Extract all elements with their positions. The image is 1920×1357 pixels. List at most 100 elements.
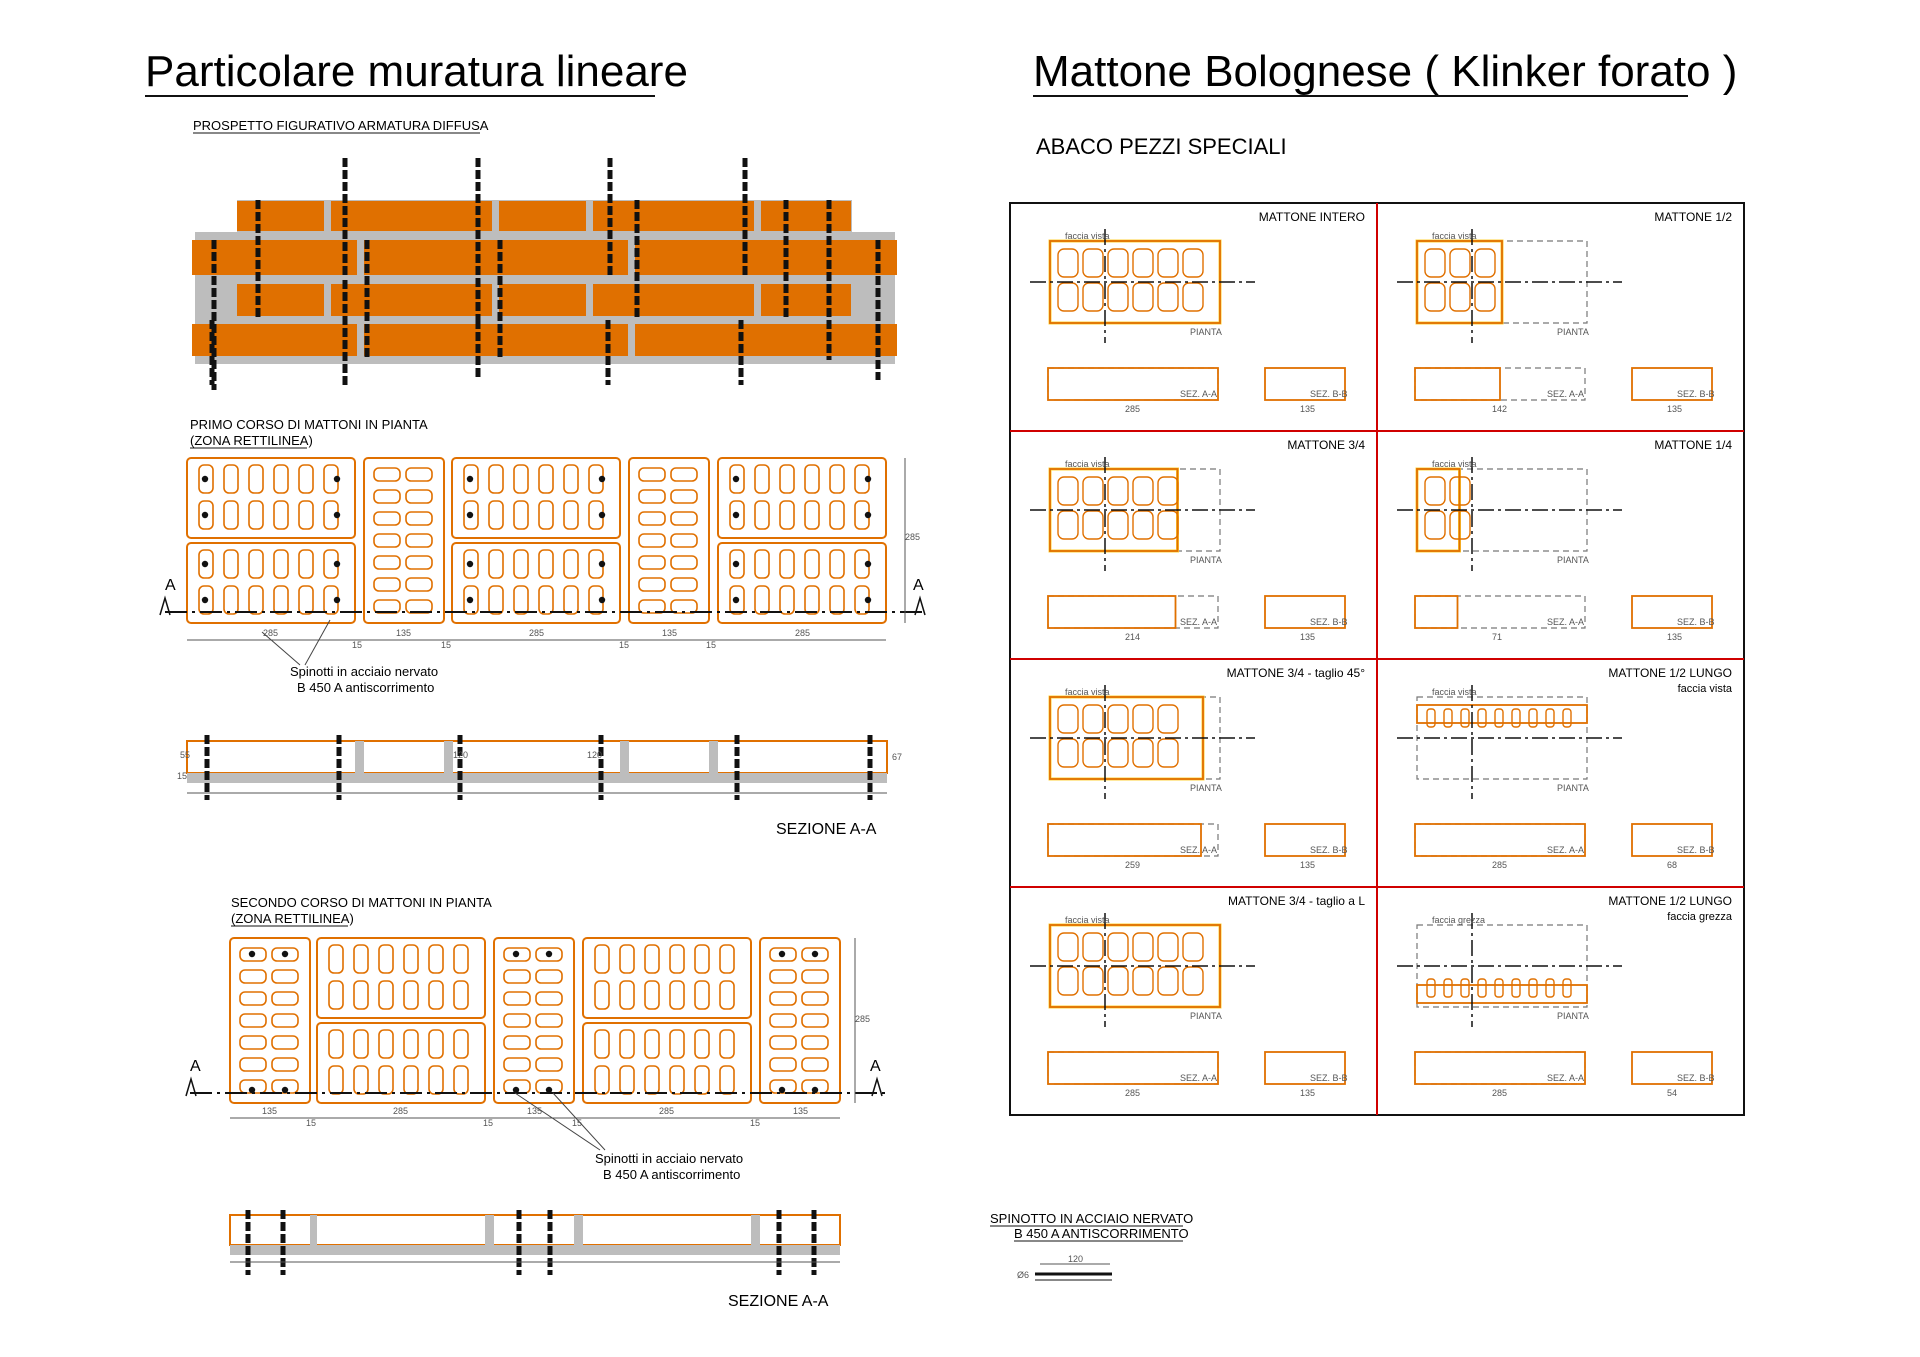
brick-hole: [801, 1057, 829, 1072]
sez-aa-label: SEZ. A-A: [1180, 617, 1217, 627]
dim-b: 68: [1667, 860, 1677, 870]
brick-hole: [405, 533, 433, 548]
sez-aa-label: SEZ. A-A: [1547, 389, 1584, 399]
brick-hole: [1494, 978, 1504, 998]
brick-hole: [1057, 476, 1079, 506]
sez-bb-label: SEZ. B-B: [1677, 1073, 1715, 1083]
brick-hole: [694, 1029, 710, 1059]
brick-hole: [373, 533, 401, 548]
brick-hole: [353, 1065, 369, 1095]
brick-hole: [373, 577, 401, 592]
brick-hole: [428, 1065, 444, 1095]
brick-hole: [1082, 966, 1104, 996]
brick-hole: [1562, 708, 1572, 728]
rebar-dot: [201, 511, 209, 519]
brick-hole: [239, 1057, 267, 1072]
brick-hole: [829, 585, 845, 615]
sez-bb-label: SEZ. B-B: [1310, 389, 1348, 399]
section-bb-solid: [1264, 1051, 1346, 1085]
brick-hole: [271, 991, 299, 1006]
section-bb-solid: [1264, 367, 1346, 401]
rebar-dot: [811, 950, 819, 958]
brick-hole: [1057, 738, 1079, 768]
brick-hole: [719, 980, 735, 1010]
rebar-dot: [598, 560, 606, 568]
secondo-corso-holes: [239, 944, 829, 1095]
brick-hole: [729, 500, 745, 530]
brick-hole: [769, 1057, 797, 1072]
brick-hole: [1132, 510, 1154, 540]
rebar-dot: [333, 511, 341, 519]
brick-hole: [1424, 476, 1446, 506]
dim-s1: 55: [180, 750, 190, 760]
cell-title: MATTONE 3/4 - taglio 45°: [1227, 666, 1366, 680]
brick-hole: [453, 944, 469, 974]
dim-a: 214: [1125, 632, 1140, 642]
brick-hole: [248, 549, 264, 579]
brick-hole: [1082, 476, 1104, 506]
spinotto-label-2: B 450 A ANTISCORRIMENTO: [1014, 1226, 1189, 1241]
brick-hole: [198, 549, 214, 579]
rebar-dot: [864, 511, 872, 519]
brick-hole: [271, 1013, 299, 1028]
section-aa-outline: [1414, 595, 1586, 629]
brick-hole: [670, 511, 698, 526]
brick-hole: [1107, 248, 1129, 278]
brick-hole: [1082, 932, 1104, 962]
brick-hole: [513, 549, 529, 579]
brick-hole: [779, 585, 795, 615]
section-aa-solid: [1414, 595, 1459, 629]
brick-hole: [594, 1029, 610, 1059]
brick-hole: [298, 549, 314, 579]
brick-hole: [670, 533, 698, 548]
brick-hole: [378, 1029, 394, 1059]
brick-hole: [1449, 510, 1471, 540]
section-mark-a-right: A: [913, 577, 924, 594]
spinotto-length: 120: [1068, 1254, 1083, 1264]
brick-hole: [638, 599, 666, 614]
brick-hole: [1494, 708, 1504, 728]
dim2-9: 135: [793, 1106, 808, 1116]
dim-s5: 120: [587, 750, 602, 760]
rebar-dot: [333, 560, 341, 568]
dim2-1: 135: [262, 1106, 277, 1116]
brick-hole: [453, 980, 469, 1010]
brick-hole: [488, 549, 504, 579]
faccia-label: faccia vista: [1065, 231, 1110, 241]
brick-hole: [405, 577, 433, 592]
brick-hole: [1157, 738, 1179, 768]
spinotto-label-1: SPINOTTO IN ACCIAIO NERVATO: [990, 1211, 1193, 1226]
brick-hole: [694, 980, 710, 1010]
section-aa-solid: [1414, 823, 1586, 857]
rebar-dot: [333, 475, 341, 483]
rebar-dot: [201, 596, 209, 604]
brick-hole: [779, 549, 795, 579]
rebar-dot: [466, 560, 474, 568]
brick-hole: [754, 585, 770, 615]
brick-hole: [1132, 476, 1154, 506]
brick-hole: [428, 944, 444, 974]
brick-hole: [535, 1035, 563, 1050]
brick-hole: [353, 944, 369, 974]
section-aa-solid: [1047, 1051, 1219, 1085]
sez-aa-label: SEZ. A-A: [1547, 845, 1584, 855]
brick-hole: [298, 464, 314, 494]
brick-hole: [405, 467, 433, 482]
brick-hole: [463, 585, 479, 615]
brick-hole: [1182, 966, 1204, 996]
brick-hole: [779, 500, 795, 530]
brick-hole: [1424, 282, 1446, 312]
brick-hole: [804, 549, 820, 579]
rebar-dot: [201, 560, 209, 568]
cell-title: MATTONE 3/4: [1287, 438, 1365, 452]
brick-hole: [801, 991, 829, 1006]
brick-hole: [719, 1029, 735, 1059]
dim-9: 285: [795, 628, 810, 638]
brick-hole: [1132, 738, 1154, 768]
rebar-dot: [732, 596, 740, 604]
dimension-row-1: 285 285 15 135 15 285 15 135 15 285: [187, 458, 920, 650]
brick-hole: [638, 467, 666, 482]
pianta-label: PIANTA: [1557, 555, 1589, 565]
pianta-label: PIANTA: [1557, 783, 1589, 793]
